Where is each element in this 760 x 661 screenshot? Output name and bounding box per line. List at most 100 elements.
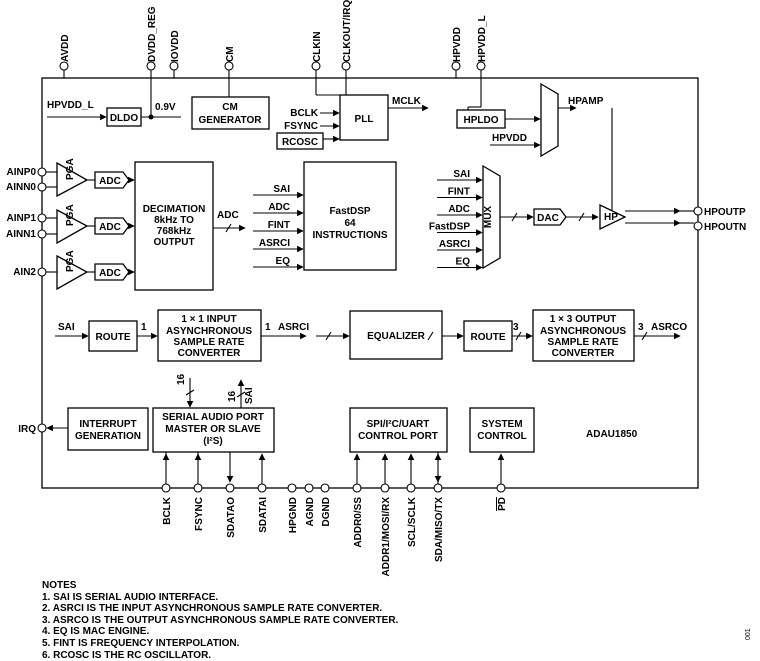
fastdsp-input-label: ADC: [268, 202, 290, 213]
sap-bus-16-a: 16: [176, 373, 187, 385]
hpgnd-pin: [287, 483, 297, 493]
asrco-count: 3: [638, 322, 644, 333]
sdatao-label: SDATAO: [226, 497, 237, 538]
adc-2: [94, 263, 130, 281]
ainn1-pin: [37, 229, 47, 239]
cm-label: CM: [225, 46, 236, 62]
sda-pin: [433, 483, 443, 493]
clkout-irq-label: CLKOUT/IRQ: [342, 0, 353, 62]
dac-block: [533, 208, 567, 226]
rcosc-label: RCOSC: [282, 137, 318, 148]
ainp0-label: AINP0: [7, 167, 37, 178]
pga-0: [56, 161, 89, 198]
hp-power-section: HPLDO HPVDD HPAMP: [456, 82, 604, 158]
fsync-pin: [193, 483, 203, 493]
note-item: 5. FINT IS FREQUENCY INTERPOLATION.: [42, 637, 240, 649]
fastdsp-input-label: EQ: [276, 256, 291, 267]
bclk-pin: [161, 483, 171, 493]
asrco-label-2: ASYNCHRONOUS: [540, 326, 626, 337]
hpvdd-l-input-label: HPVDD_L: [47, 100, 94, 111]
hpoutp-pin: [693, 206, 703, 216]
fastdsp-label-3: INSTRUCTIONS: [313, 230, 388, 241]
irq-pin: [37, 423, 47, 433]
asrci-label-1: 1 × 1 INPUT: [181, 314, 236, 325]
rcosc-block: [276, 132, 324, 150]
hpoutn-label: HPOUTN: [704, 222, 746, 233]
mux-input-label: SAI: [453, 169, 470, 180]
addr1-pin: [380, 483, 390, 493]
decimation-label-3: 768kHz: [157, 226, 191, 237]
asrc-row: SAI ROUTE 1 1 × 1 INPUT ASYNCHRONOUS SAM…: [55, 309, 687, 362]
hpvdd-label: HPVDD: [452, 27, 463, 62]
asrci-count: 1: [265, 322, 271, 333]
hpvdd-amp-label: HPVDD: [492, 133, 527, 144]
avdd-pin: [59, 61, 69, 71]
interrupt-label-1: INTERRUPT: [79, 419, 136, 430]
mux-input-label: ADC: [448, 204, 470, 215]
clkin-pin: [311, 61, 321, 71]
dgnd-label: DGND: [321, 497, 332, 526]
note-item: 4. EQ IS MAC ENGINE.: [42, 626, 150, 638]
sap-label-2: MASTER OR SLAVE: [165, 424, 261, 435]
hpvdd-pin: [451, 61, 461, 71]
top-pins: AVDD DVDD_REG IOVDD CM CLKIN CLKOUT/IRQ …: [59, 0, 488, 117]
control-port-block: [349, 407, 448, 453]
decimation-label-1: DECIMATION: [143, 204, 206, 215]
route-2-block: [463, 320, 513, 352]
pll-fsync-label: FSYNC: [284, 121, 318, 132]
control-port-label-2: CONTROL PORT: [358, 431, 438, 442]
pd-label: PD: [497, 497, 508, 511]
hpamp-mux: [540, 82, 559, 158]
decimation-section: DECIMATION 8kHz TO 768kHz OUTPUT ADC: [134, 161, 246, 291]
cm-generator-label-1: CM: [222, 102, 238, 113]
output-mux: [482, 164, 501, 270]
ainn1-label: AINN1: [6, 229, 36, 240]
system-control-label-1: SYSTEM: [481, 419, 522, 430]
equalizer-label: EQUALIZER: [367, 331, 426, 342]
iovdd-label: IOVDD: [170, 30, 181, 62]
route-2-label: ROUTE: [471, 332, 506, 343]
mux-input-label: FastDSP: [429, 222, 470, 233]
pga-0-label: PGA: [65, 158, 76, 180]
chip-outline: [41, 77, 699, 489]
addr0-label: ADDR0/SS: [353, 497, 364, 548]
control-port-label-1: SPI/I²C/UART: [367, 419, 430, 430]
fastdsp-section: FastDSP 64 INSTRUCTIONS SAIADCFINTASRCIE…: [253, 161, 397, 271]
pll-block: [339, 94, 389, 141]
pga-1-label: PGA: [65, 204, 76, 226]
clkout-irq-pin: [341, 61, 351, 71]
mux-input-label: ASRCI: [439, 239, 470, 250]
left-pins: AINP0 AINN0 AINP1 AINN1 AIN2 IRQ: [6, 167, 47, 435]
hpoutn-pin: [693, 221, 703, 231]
addr0-pin: [352, 483, 362, 493]
adc-2-label: ADC: [99, 268, 121, 279]
sdatai-label: SDATAI: [258, 497, 269, 533]
system-control-label-2: CONTROL: [477, 431, 526, 442]
adc-1: [94, 217, 130, 235]
hpldo-label: HPLDO: [464, 115, 499, 126]
sap-label-1: SERIAL AUDIO PORT: [162, 412, 264, 423]
pga-2-label: PGA: [65, 250, 76, 272]
fastdsp-input-label: SAI: [273, 184, 290, 195]
irq-label: IRQ: [18, 424, 36, 435]
equalizer-block: [349, 310, 443, 360]
right-pins: HPOUTP HPOUTN: [693, 206, 746, 233]
fastdsp-input-label: ASRCI: [259, 238, 290, 249]
pd-pin: [496, 483, 506, 493]
interrupt-label-2: GENERATION: [75, 431, 141, 442]
adc-0-label: ADC: [99, 176, 121, 187]
cm-generator-block: [191, 96, 270, 130]
fsync-label: FSYNC: [194, 497, 205, 531]
cm-generator-label-2: GENERATOR: [199, 115, 263, 126]
agnd-label: AGND: [305, 497, 316, 526]
adc-1-label: ADC: [99, 222, 121, 233]
scl-pin: [406, 483, 416, 493]
sdatao-pin: [225, 483, 235, 493]
asrci-label-2: ASYNCHRONOUS: [166, 326, 252, 337]
sdatai-pin: [257, 483, 267, 493]
pll-section: PLL BCLK FSYNC RCOSC MCLK: [276, 94, 429, 150]
ainp1-label: AINP1: [7, 213, 37, 224]
